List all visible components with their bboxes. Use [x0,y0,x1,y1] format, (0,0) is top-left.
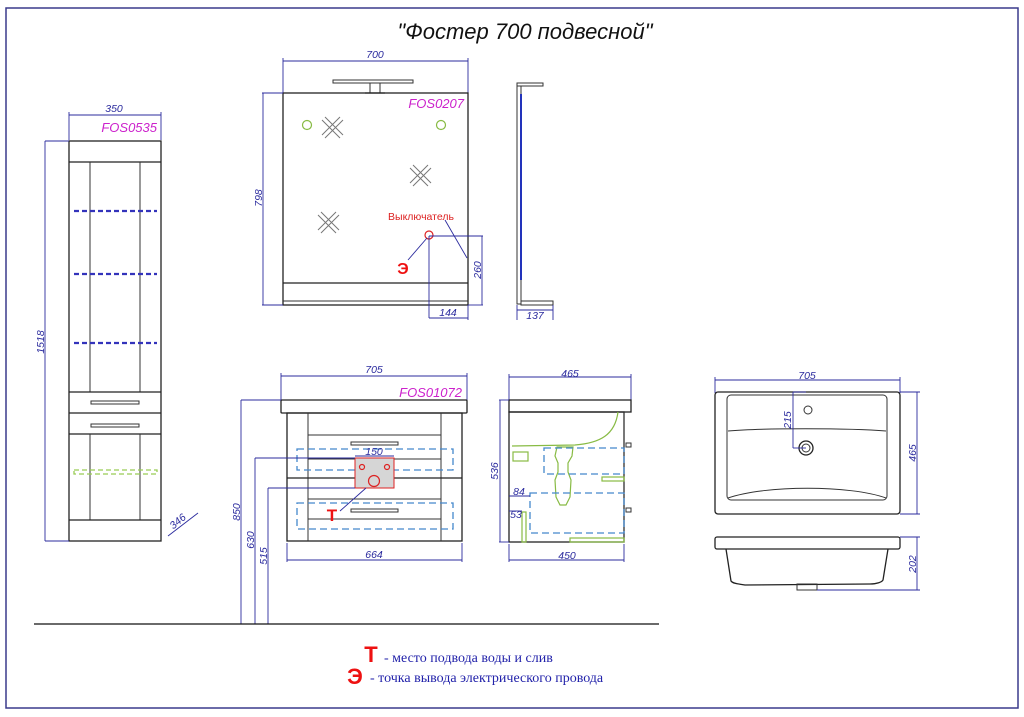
basin-top-view: 705 215 465 [714,370,920,515]
mirror-lamp [332,79,414,84]
legend-water-text: - место подвода воды и слив [384,651,553,666]
tall-cabinet-front-view: 350 FOS0535 1518 346 [35,103,199,542]
mirror-side-view: 137 [516,82,554,322]
mirror-side-depth: 137 [526,310,545,322]
vanity-front-view: 705 FOS01072 150 Т 664 850 [231,364,468,625]
basin-width: 705 [798,370,816,382]
vanity-top-width: 705 [365,364,383,376]
switch-height: 260 [472,261,484,280]
legend-water-marker: Т [364,642,378,667]
switch-offset: 144 [439,307,457,319]
height-850: 850 [231,503,243,521]
side-body-depth: 450 [558,550,576,562]
legend-electric-text: - точка вывода электрического провода [370,671,604,686]
drawer-hidden-outline [296,502,454,530]
plumbing-width: 150 [365,446,383,458]
tall-cabinet-width: 350 [105,103,123,115]
side-dim-53: 53 [510,509,522,521]
switch-label: Выключатель [388,211,454,223]
mirror-code: FOS0207 [408,96,464,111]
height-515: 515 [258,547,270,565]
lower-shelf [73,469,158,475]
electric-marker: Э [397,261,408,278]
basin-side-view: 202 [714,536,920,591]
drawer-handle [90,423,140,428]
drawer-handle [90,400,140,405]
side-top-depth: 465 [561,368,579,380]
tall-cabinet-code: FOS0535 [101,120,157,135]
light-point [435,119,447,131]
legend-electric-marker: Э [347,664,363,689]
vanity-side-view: 465 84 53 536 450 [489,368,632,562]
side-height: 536 [489,462,501,480]
mirror-height: 798 [253,189,265,207]
drain-offset: 215 [782,411,794,430]
basin-height: 202 [907,555,919,574]
drawing-frame [5,7,1019,709]
vanity-body-width: 664 [365,549,383,561]
legend: Т - место подвода воды и слив Э - точка … [347,642,604,689]
light-point [301,119,313,131]
basin-depth: 465 [907,444,919,462]
height-630: 630 [245,531,257,549]
water-marker: Т [327,506,338,525]
drawer-handle [350,508,399,513]
mirror-reflection-mark [317,116,432,234]
plumbing-zone [354,457,395,489]
mirror-width: 700 [366,49,384,61]
mirror-front-view: 700 FOS0207 Выключатель Э 260 144 [253,49,484,320]
drawing-title: "Фостер 700 подвесной" [397,19,653,44]
tall-cabinet-height: 1518 [35,330,47,354]
drawer-handle [350,441,399,446]
vanity-code: FOS01072 [399,385,463,400]
side-dim-84: 84 [513,486,525,498]
tall-cabinet-depth: 346 [168,511,189,532]
